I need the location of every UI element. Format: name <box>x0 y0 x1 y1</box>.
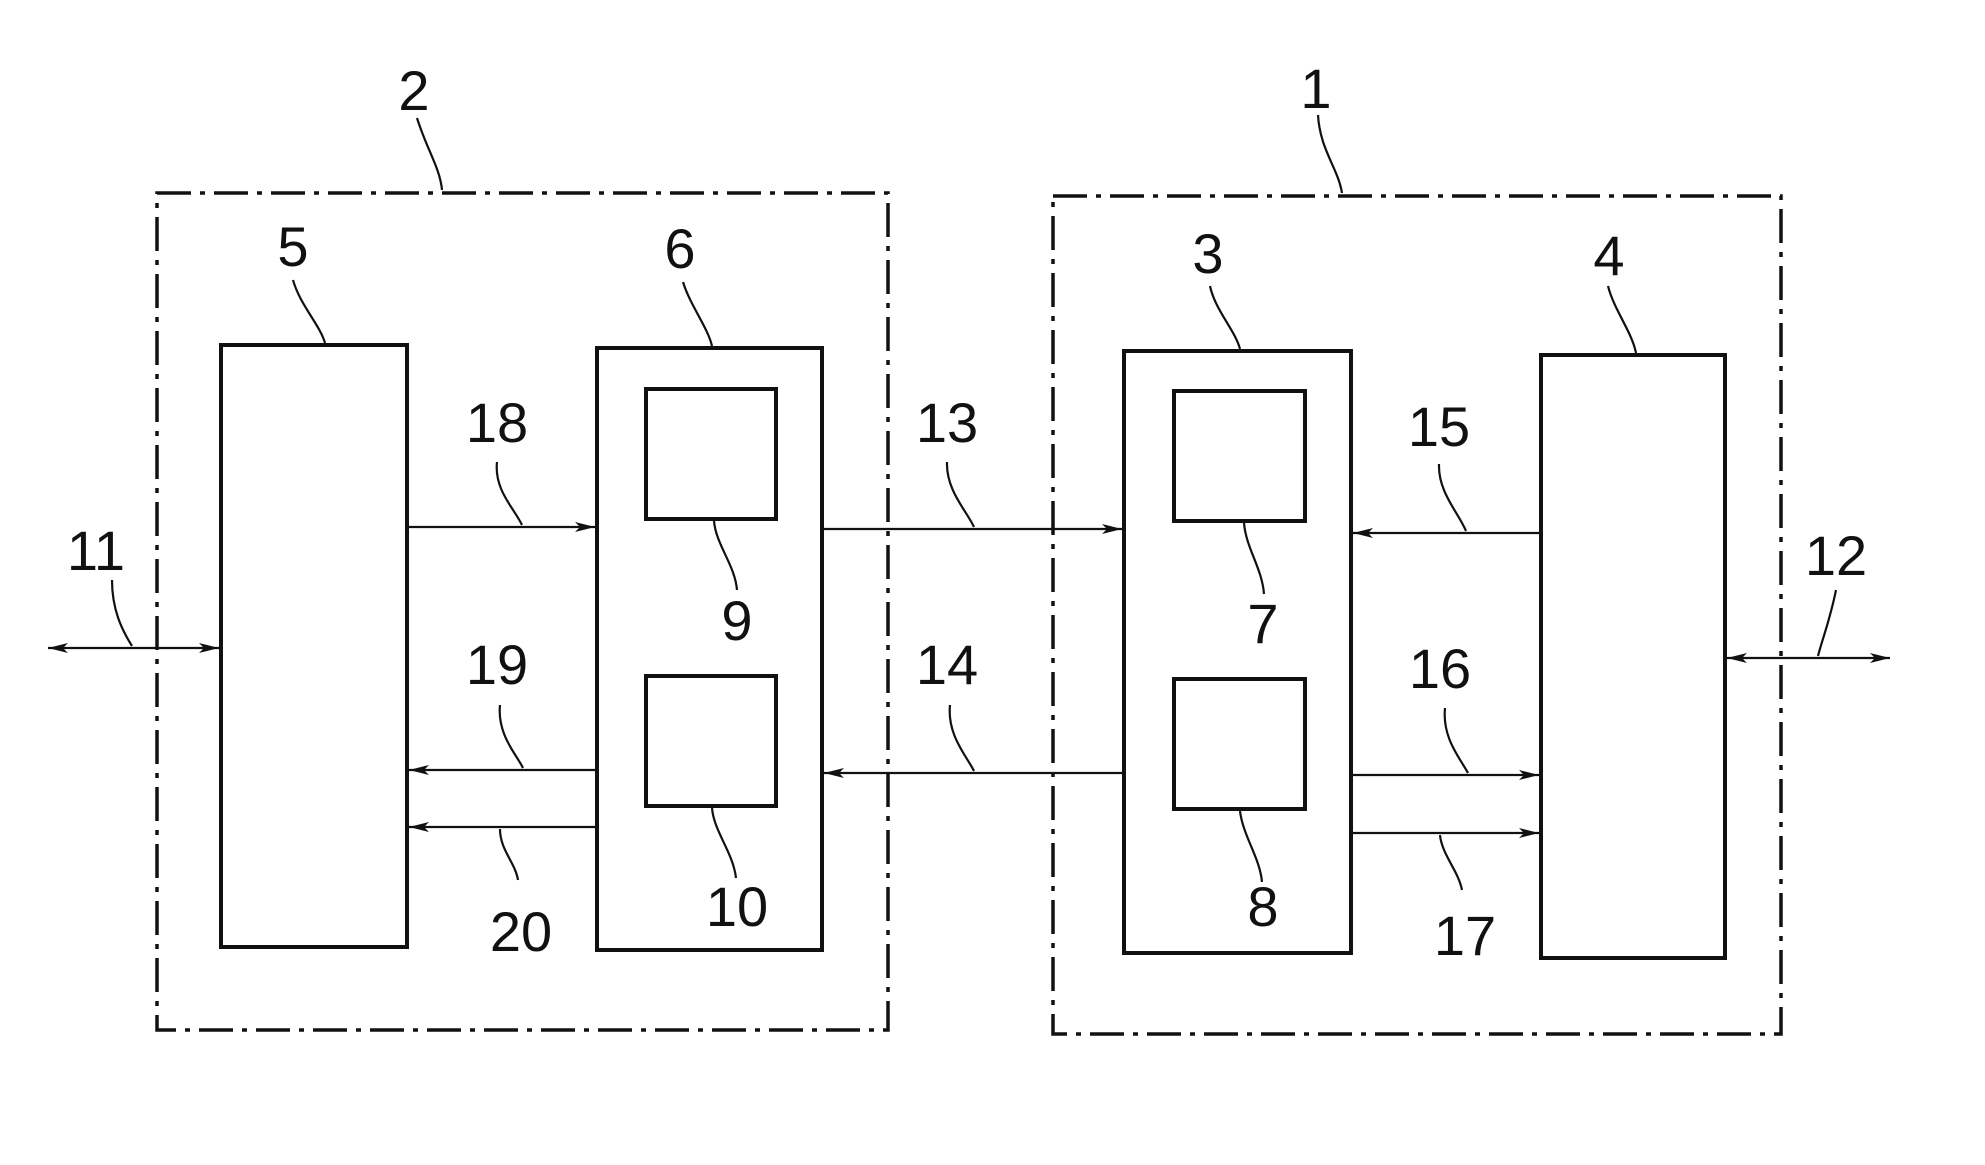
ref-12: 12 <box>1805 524 1867 587</box>
leader-6 <box>683 282 712 346</box>
ref-7: 7 <box>1247 592 1278 655</box>
ref-10: 10 <box>706 875 768 938</box>
ref-3: 3 <box>1192 222 1223 285</box>
block-5 <box>221 345 407 947</box>
leader-19 <box>500 705 523 768</box>
leader-3 <box>1210 286 1240 349</box>
leader-17 <box>1440 835 1462 890</box>
leader-8 <box>1240 811 1262 882</box>
leader-1 <box>1318 115 1342 193</box>
leader-20 <box>500 829 518 880</box>
leader-5 <box>293 280 325 343</box>
leader-12 <box>1818 590 1836 656</box>
ref-18: 18 <box>466 391 528 454</box>
leader-11 <box>112 580 132 646</box>
ref-16: 16 <box>1409 637 1471 700</box>
ref-14: 14 <box>916 633 978 696</box>
leader-14 <box>950 705 974 771</box>
ref-17: 17 <box>1434 904 1496 967</box>
ref-1: 1 <box>1300 57 1331 120</box>
ref-11: 11 <box>67 519 125 582</box>
ref-20: 20 <box>490 900 552 963</box>
leader-10 <box>712 808 736 878</box>
leader-9 <box>714 521 737 590</box>
leader-13 <box>947 462 974 527</box>
ref-8: 8 <box>1247 875 1278 938</box>
ref-19: 19 <box>466 633 528 696</box>
block-9 <box>646 389 776 519</box>
leader-4 <box>1608 286 1636 353</box>
ref-6: 6 <box>664 217 695 280</box>
block-4 <box>1541 355 1725 958</box>
unit-1-frame <box>1053 196 1781 1034</box>
block-7 <box>1174 391 1305 521</box>
leader-7 <box>1244 523 1264 594</box>
leader-2 <box>417 118 442 190</box>
block-6 <box>597 348 822 950</box>
ref-2: 2 <box>398 59 429 122</box>
ref-15: 15 <box>1408 395 1470 458</box>
block-10 <box>646 676 776 806</box>
ref-5: 5 <box>277 215 308 278</box>
ref-9: 9 <box>721 589 752 652</box>
leader-18 <box>497 462 522 525</box>
ref-4: 4 <box>1593 224 1624 287</box>
block-3 <box>1124 351 1351 953</box>
leader-15 <box>1439 464 1466 531</box>
leader-16 <box>1445 708 1468 773</box>
ref-13: 13 <box>916 391 978 454</box>
block-8 <box>1174 679 1305 809</box>
